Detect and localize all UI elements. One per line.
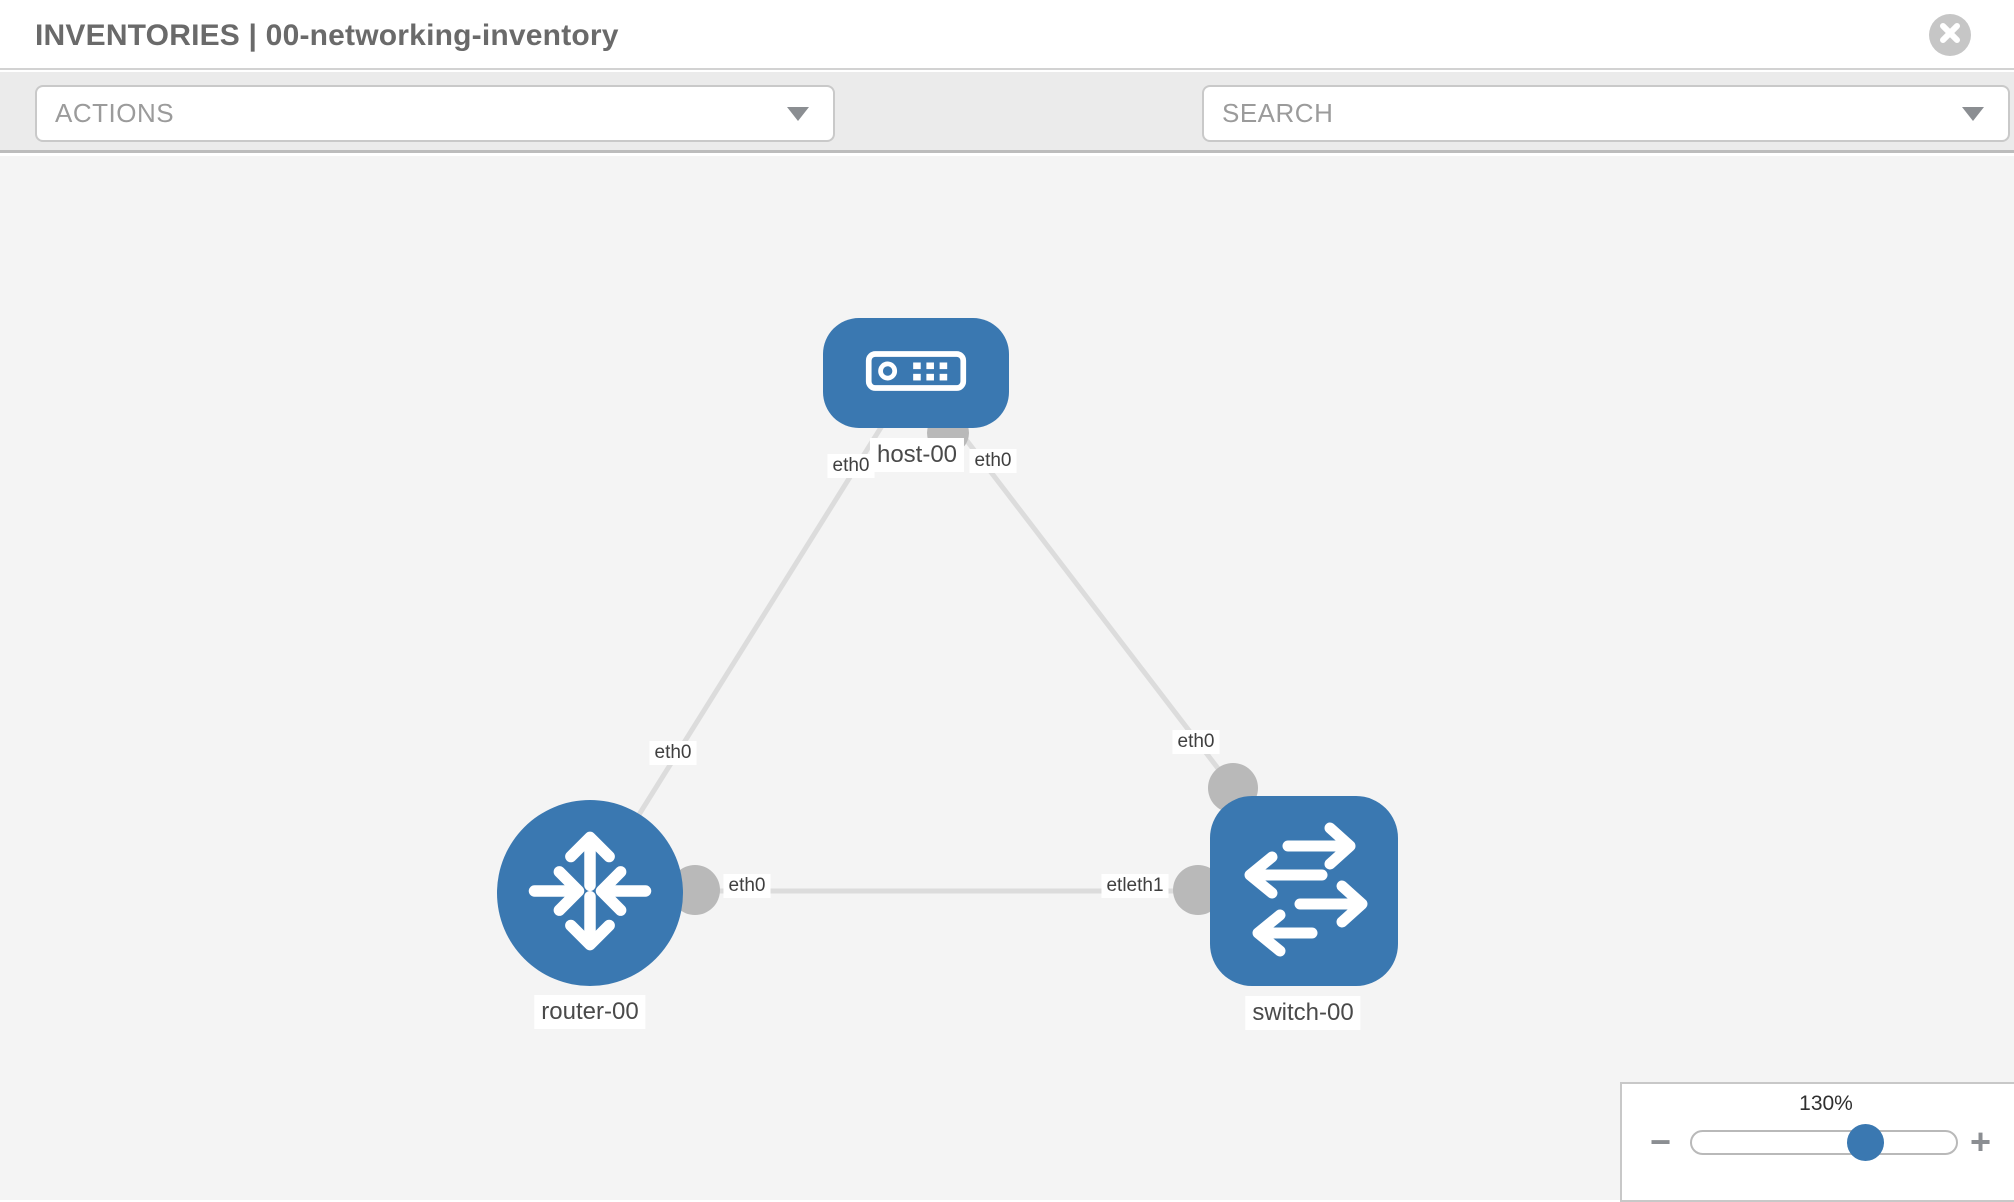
search-dropdown[interactable]: SEARCH [1202, 85, 2010, 142]
close-icon [1939, 22, 1961, 49]
zoom-in-button[interactable]: + [1970, 1121, 1992, 1162]
port-label-eth0: eth0 [827, 454, 875, 478]
node-router-00[interactable] [497, 800, 683, 986]
link-host-switch[interactable] [913, 371, 1235, 790]
search-dropdown-label: SEARCH [1222, 98, 1334, 128]
header-bar: INVENTORIES | 00-networking-inventory [0, 0, 2014, 70]
node-host-00[interactable] [823, 318, 1009, 428]
node-label-host: host-00 [869, 438, 965, 472]
switch-arrows-icon-node[interactable] [1210, 796, 1398, 986]
port-label-eth0: eth0 [723, 874, 771, 898]
port-label-eth1: etleth1 [1101, 874, 1169, 898]
close-button[interactable] [1929, 14, 1971, 56]
toolbar: ACTIONS SEARCH [0, 72, 2014, 208]
zoom-out-button[interactable]: − [1650, 1121, 1672, 1162]
router-arrows-icon [523, 824, 657, 963]
port-label-eth0: eth0 [649, 741, 697, 765]
node-label-router: router-00 [534, 995, 646, 1029]
node-label-switch: switch-00 [1245, 996, 1361, 1030]
zoom-control-panel: 130% − + [1620, 1082, 2014, 1202]
zoom-level-value: 130% [1799, 1092, 1853, 1115]
zoom-slider-track[interactable] [1690, 1130, 1958, 1155]
switch-arrows-icon [1210, 794, 1398, 989]
actions-dropdown-label: ACTIONS [55, 98, 175, 128]
caret-down-icon [787, 106, 809, 121]
caret-down-icon [1962, 106, 1984, 121]
page-title: INVENTORIES | 00-networking-inventory [35, 19, 619, 52]
port-label-eth0: eth0 [969, 449, 1017, 473]
actions-dropdown[interactable]: ACTIONS [35, 85, 835, 142]
topology-links-layer [587, 371, 1304, 915]
topology-canvas[interactable]: host-00 router-00 switch-00 eth0 eth0 et… [0, 156, 2014, 1200]
port-label-eth0: eth0 [1172, 730, 1220, 754]
zoom-slider-thumb[interactable] [1847, 1124, 1884, 1161]
host-device-icon [864, 346, 968, 401]
